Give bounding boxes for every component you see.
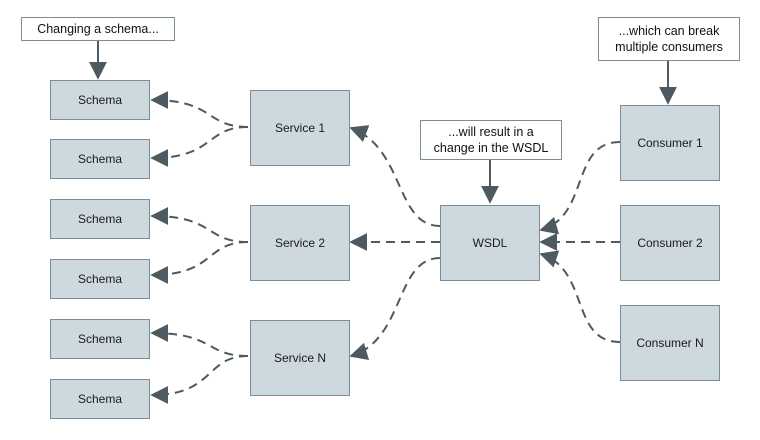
- note-wsdl-change: ...will result in a change in the WSDL: [420, 120, 562, 160]
- connector-serviceN-schema6: [150, 355, 249, 404]
- connector-consumerN-wsdl: [539, 250, 621, 343]
- consumer-box-1: Consumer 1: [620, 105, 720, 181]
- connector-serviceN-schema5: [150, 324, 249, 357]
- connector-service2-schema4: [150, 241, 249, 284]
- connector-consumer1-wsdl: [539, 141, 621, 235]
- connector-service1-schema2: [150, 126, 249, 167]
- service-box-1: Service 1: [250, 90, 350, 166]
- schema-box-3: Schema: [50, 199, 150, 239]
- wsdl-box: WSDL: [440, 205, 540, 281]
- schema-box-2: Schema: [50, 139, 150, 179]
- service-box-n: Service N: [250, 320, 350, 396]
- schema-box-1: Schema: [50, 80, 150, 120]
- note-changing-schema: Changing a schema...: [21, 17, 175, 41]
- schema-box-5: Schema: [50, 319, 150, 359]
- service-box-2: Service 2: [250, 205, 350, 281]
- schema-box-6: Schema: [50, 379, 150, 419]
- consumer-box-n: Consumer N: [620, 305, 720, 381]
- connector-wsdl-service1: [349, 125, 441, 227]
- connector-service1-schema1: [150, 91, 249, 128]
- consumer-box-2: Consumer 2: [620, 205, 720, 281]
- connector-service2-schema3: [150, 207, 249, 243]
- connector-wsdl-serviceN: [349, 257, 441, 361]
- note-break-consumers: ...which can break multiple consumers: [598, 17, 740, 61]
- schema-box-4: Schema: [50, 259, 150, 299]
